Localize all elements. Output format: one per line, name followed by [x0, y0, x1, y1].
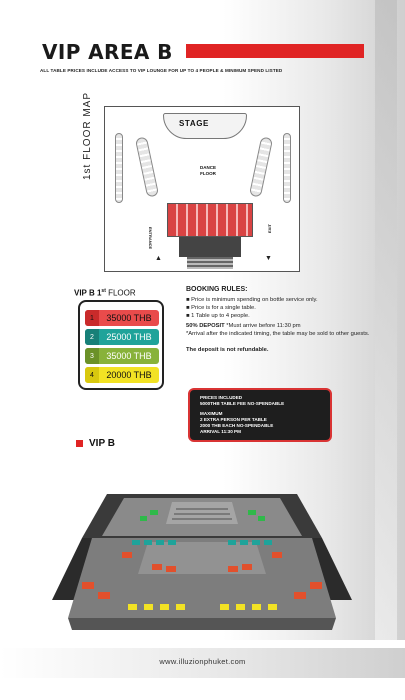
- table-price: 35000 THB: [106, 313, 152, 323]
- notice-box: PRICES INCLUDED 5000THB TABLE FEE NO-SPE…: [188, 388, 332, 442]
- notice-line: 2 EXTRA PERSON PER TABLE: [200, 417, 267, 422]
- price-row: 4 20000 THB: [85, 367, 159, 383]
- table-marker-red: [98, 592, 110, 599]
- table-number: 4: [85, 367, 99, 383]
- table-marker-red: [294, 592, 306, 599]
- price-row: 1 35000 THB: [85, 310, 159, 326]
- price-list-box: 1 35000 THB 2 25000 THB 3 35000 THB 4 20…: [78, 300, 164, 390]
- table-marker-teal: [156, 540, 164, 545]
- table-marker-red: [242, 564, 252, 570]
- table-marker-green: [150, 510, 158, 515]
- rule-item: ■ 1 Table up to 4 people.: [186, 313, 250, 319]
- render-stair-step: [172, 518, 232, 520]
- notice-line: 5000THB TABLE FEE NO-SPENDABLE: [200, 401, 285, 406]
- table-price: 20000 THB: [106, 370, 152, 380]
- notice-line: ARRIVAL 11:30 PM: [200, 429, 241, 434]
- booking-rules: BOOKING RULES: ■ Price is minimum spendi…: [186, 286, 370, 354]
- table-marker-teal: [228, 540, 236, 545]
- refund-note: The deposit is not refundable.: [186, 347, 269, 353]
- table-marker-green: [140, 516, 147, 521]
- table-marker-teal: [132, 540, 140, 545]
- footer-bar: [0, 648, 405, 678]
- table-marker-yellow: [236, 604, 245, 610]
- table-number: 2: [85, 329, 99, 345]
- left-wall-seating: [115, 133, 123, 203]
- table-marker-red: [228, 566, 238, 572]
- stage-label: STAGE: [179, 119, 209, 128]
- table-marker-green: [248, 510, 256, 515]
- table-marker-red: [152, 564, 162, 570]
- table-number: 1: [85, 310, 99, 326]
- rule-item: ■ Price is minimum spending on bottle se…: [186, 297, 318, 303]
- notice-line: 2000 THB EACH NO-SPENDABLE: [200, 423, 274, 428]
- table-number: 3: [85, 348, 99, 364]
- table-marker-teal: [240, 540, 248, 545]
- table-marker-red: [272, 552, 282, 558]
- vip-list-title: VIP B 1st FLOOR: [74, 288, 136, 298]
- table-marker-yellow: [252, 604, 261, 610]
- table-price: 25000 THB: [106, 332, 152, 342]
- side-shade: [375, 0, 397, 640]
- render-stair-step: [176, 508, 228, 510]
- page-title: VIP AREA B: [42, 40, 173, 64]
- entrance-label: ENTRANCE: [148, 227, 153, 250]
- table-marker-teal: [264, 540, 272, 545]
- entrance-arrow-icon: ▲: [155, 255, 162, 262]
- right-wall-seating: [283, 133, 291, 203]
- table-marker-yellow: [144, 604, 153, 610]
- floor-map-label: 1st FLOOR MAP: [82, 91, 93, 180]
- render-floor-edge: [68, 618, 336, 630]
- right-booth: [248, 136, 274, 198]
- exit-arrow-icon: ▼: [265, 255, 272, 262]
- table-price: 35000 THB: [106, 351, 152, 361]
- table-marker-red: [166, 566, 176, 572]
- table-marker-yellow: [176, 604, 185, 610]
- vip-b-steps: [187, 257, 233, 269]
- render-main-floor: [68, 538, 336, 618]
- exit-label: EXIT: [267, 224, 272, 233]
- table-marker-yellow: [160, 604, 169, 610]
- website-url[interactable]: www.illuzionphuket.com: [159, 657, 246, 666]
- vip-b-marker-icon: [76, 440, 83, 447]
- price-row: 3 35000 THB: [85, 348, 159, 364]
- stage-shape: [163, 113, 247, 139]
- booking-rules-heading: BOOKING RULES:: [186, 286, 248, 293]
- vip-b-label: VIP B: [89, 438, 115, 449]
- notice-line: PRICES INCLUDED: [200, 395, 243, 400]
- notice-line: MAXIMUM: [200, 411, 223, 416]
- deposit-rule: 50% DEPOSIT *Must arrive before 11:30 pm: [186, 323, 301, 329]
- late-arrival-note: *Arrival after the indicated timing, the…: [186, 331, 370, 337]
- price-row: 2 25000 THB: [85, 329, 159, 345]
- table-marker-teal: [144, 540, 152, 545]
- table-marker-teal: [252, 540, 260, 545]
- render-stair-step: [174, 513, 230, 515]
- left-booth: [134, 136, 160, 198]
- vip-b-lounge: [179, 237, 241, 257]
- table-marker-yellow: [128, 604, 137, 610]
- vip-b-3d-render: [52, 494, 352, 630]
- table-marker-red: [122, 552, 132, 558]
- vip-b-area: [167, 203, 253, 237]
- table-marker-red: [310, 582, 322, 589]
- table-marker-green: [258, 516, 265, 521]
- table-marker-yellow: [220, 604, 229, 610]
- table-marker-red: [82, 582, 94, 589]
- table-marker-teal: [168, 540, 176, 545]
- title-accent-bar: [186, 44, 364, 58]
- rule-item: ■ Price is for a single table.: [186, 305, 256, 311]
- page-subtitle: ALL TABLE PRICES INCLUDE ACCESS TO VIP L…: [40, 68, 283, 73]
- table-marker-yellow: [268, 604, 277, 610]
